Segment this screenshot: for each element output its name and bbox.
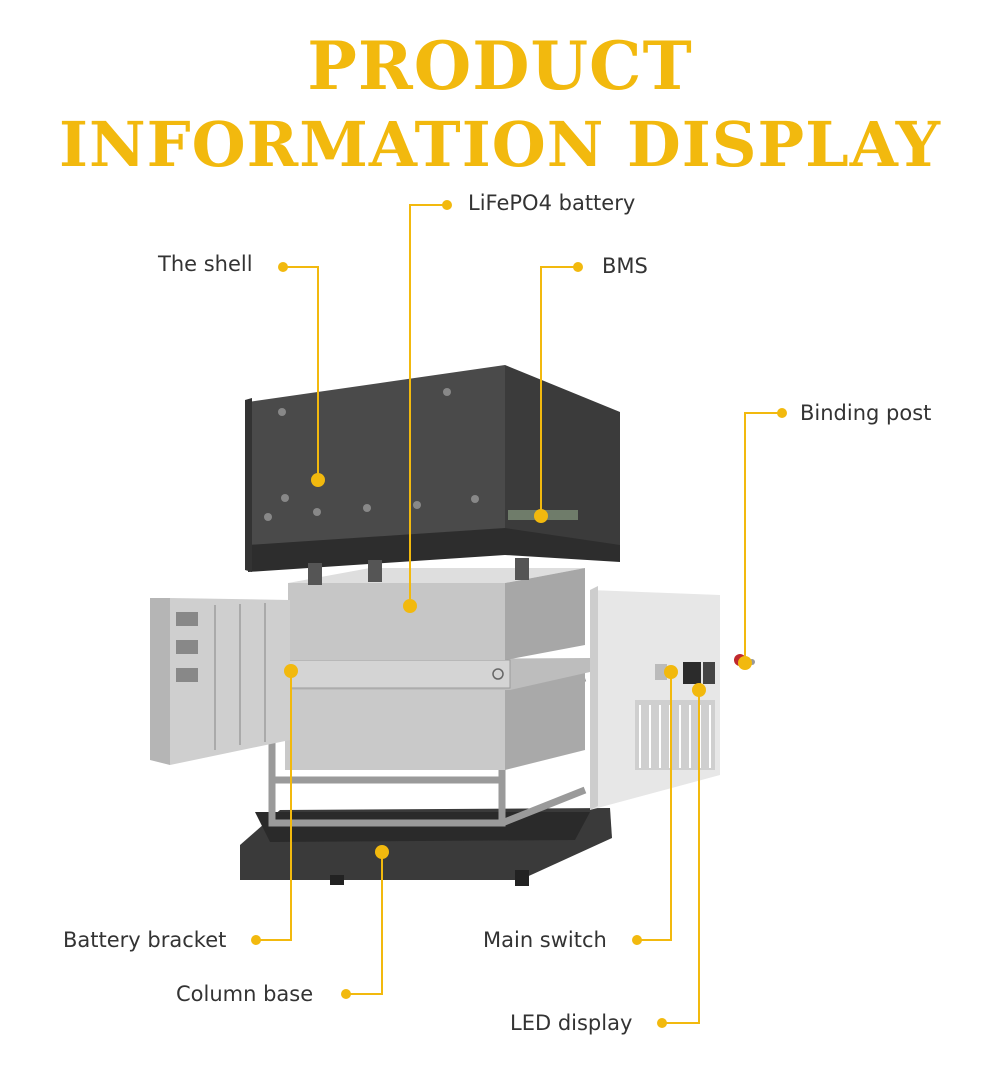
- shell-part: [245, 365, 620, 585]
- callout-dots: [251, 200, 787, 1028]
- lower-battery-part: [285, 672, 585, 770]
- label-binding-post: Binding post: [800, 401, 932, 425]
- label-main-switch: Main switch: [483, 928, 607, 952]
- front-panel-part: [590, 586, 755, 810]
- title-line-1: PRODUCT: [307, 27, 693, 105]
- label-led-display: LED display: [510, 1011, 633, 1035]
- label-bms: BMS: [602, 254, 648, 278]
- side-panel-part: [150, 598, 290, 765]
- callout-lines: [256, 204, 782, 1024]
- title-line-2: INFORMATION DISPLAY: [58, 108, 941, 181]
- label-battery-bracket: Battery bracket: [63, 928, 227, 952]
- lifepo4-battery-part: [288, 568, 585, 660]
- label-column-base: Column base: [176, 982, 314, 1006]
- label-lifepo4-battery: LiFePO4 battery: [468, 191, 636, 215]
- label-the-shell: The shell: [158, 252, 253, 276]
